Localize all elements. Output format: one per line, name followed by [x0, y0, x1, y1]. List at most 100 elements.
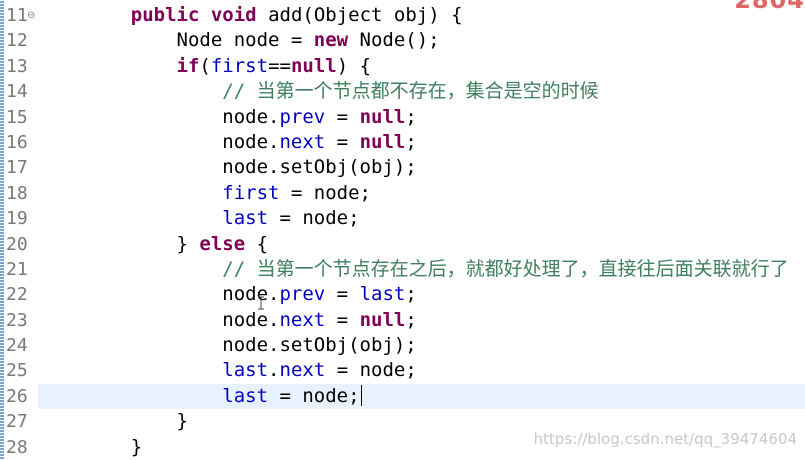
code-text[interactable]: }: [85, 409, 188, 434]
code-token: }: [85, 410, 188, 433]
line-number: 22: [6, 284, 28, 306]
code-line[interactable]: 13 if(first==null) {: [0, 54, 805, 79]
overview-ruler: [0, 0, 4, 460]
code-token: = node;: [325, 359, 417, 382]
code-line[interactable]: 24 node.setObj(obj);: [0, 333, 805, 358]
code-text[interactable]: node.prev = null;: [85, 105, 417, 130]
code-token: node.: [85, 130, 280, 153]
field-token: prev: [279, 105, 326, 128]
code-text[interactable]: Node node = new Node();: [85, 28, 440, 53]
keyword-token: new: [313, 29, 349, 52]
keyword-token: null: [359, 130, 406, 153]
code-token: =: [325, 130, 360, 153]
code-line[interactable]: 23 node.next = null;: [0, 308, 805, 333]
code-line[interactable]: 15 node.prev = null;: [0, 105, 805, 130]
line-number: 20: [6, 233, 28, 255]
code-text[interactable]: // 当第一个节点存在之后，就都好处理了，直接往后面关联就行了: [85, 257, 788, 282]
keyword-token: null: [359, 308, 406, 331]
keyword-token: null: [290, 54, 337, 77]
code-token: [199, 4, 210, 26]
code-lines[interactable]: 11⊖ public void add(Object obj) {12 Node…: [0, 3, 805, 460]
code-line-current[interactable]: 26 last = node;: [6, 383, 805, 410]
code-text[interactable]: node.prev = last;: [85, 282, 417, 307]
field-token: last: [222, 384, 269, 407]
code-text[interactable]: node.next = null;: [85, 308, 417, 333]
field-token: next: [279, 308, 326, 331]
code-line[interactable]: 28 }: [0, 435, 805, 460]
code-text[interactable]: first = node;: [85, 181, 371, 206]
code-text[interactable]: last = node;: [85, 206, 360, 231]
code-line[interactable]: 18 first = node;: [0, 181, 805, 206]
field-token: first: [210, 54, 269, 77]
code-line[interactable]: 19 last = node;: [0, 206, 805, 231]
line-number: 17: [6, 157, 28, 179]
code-text[interactable]: if(first==null) {: [85, 54, 372, 79]
code-token: }: [85, 435, 143, 458]
code-token: {: [245, 232, 269, 255]
code-text[interactable]: } else {: [85, 232, 269, 257]
code-text[interactable]: node.next = null;: [85, 130, 417, 155]
field-token: last: [359, 283, 406, 306]
code-line[interactable]: 20 } else {: [0, 232, 805, 257]
code-line[interactable]: 12 Node node = new Node();: [0, 28, 805, 53]
code-text[interactable]: last = node;: [85, 384, 362, 409]
code-token: [85, 182, 222, 204]
keyword-token: if: [176, 54, 200, 77]
code-token: node.setObj(obj);: [85, 156, 417, 179]
code-token: [85, 385, 222, 407]
field-token: next: [279, 130, 326, 153]
code-token: [85, 359, 222, 381]
code-token: [85, 4, 131, 26]
code-line[interactable]: 16 node.next = null;: [0, 130, 805, 155]
line-number: 11: [6, 5, 28, 26]
code-line[interactable]: 14 // 当第一个节点都不存在，集合是空的时候: [0, 79, 805, 104]
code-token: ;: [405, 105, 417, 128]
line-number: 21: [6, 258, 28, 280]
code-token: =: [325, 105, 360, 128]
code-token: node.setObj(obj);: [85, 334, 417, 357]
code-text[interactable]: node.setObj(obj);: [85, 155, 417, 180]
fold-toggle-icon[interactable]: ⊖: [27, 10, 36, 21]
text-caret: [360, 384, 362, 406]
code-token: ;: [405, 130, 417, 153]
line-number: 26: [6, 385, 28, 407]
line-number: 23: [6, 309, 28, 331]
line-number: 27: [6, 411, 28, 433]
code-line[interactable]: 17 node.setObj(obj);: [0, 155, 805, 180]
code-token: = node;: [268, 207, 360, 230]
watermark-url: https://blog.csdn.net/qq_39474604: [533, 430, 797, 448]
code-text[interactable]: last.next = node;: [85, 358, 417, 383]
code-line[interactable]: 22 node.prev = last;: [0, 282, 805, 307]
field-token: prev: [279, 283, 326, 306]
code-token: ==: [268, 54, 291, 77]
line-number: 19: [6, 208, 28, 230]
code-token: = node;: [279, 181, 371, 204]
code-text[interactable]: // 当第一个节点都不存在，集合是空的时候: [85, 79, 598, 104]
code-token: }: [85, 232, 200, 255]
code-line[interactable]: 25 last.next = node;: [0, 358, 805, 383]
code-text[interactable]: public void add(Object obj) {: [85, 3, 463, 28]
code-line[interactable]: 21 // 当第一个节点存在之后，就都好处理了，直接往后面关联就行了: [0, 257, 805, 282]
code-token: [85, 80, 222, 102]
code-token: ;: [405, 308, 417, 331]
code-token: = node;: [268, 384, 360, 407]
code-token: Node();: [348, 29, 440, 52]
line-number: 24: [6, 335, 28, 357]
line-number: 14: [6, 81, 28, 103]
code-token: add(Object obj) {: [256, 4, 463, 26]
code-token: =: [325, 308, 360, 331]
code-token: node.: [85, 308, 280, 331]
line-number: 28: [6, 436, 28, 458]
keyword-token: void: [210, 4, 257, 26]
keyword-token: public: [130, 4, 200, 26]
code-token: ) {: [336, 54, 372, 77]
line-number: 25: [6, 360, 28, 382]
text-cursor-icon: [258, 296, 264, 310]
code-token: [85, 207, 222, 229]
code-text[interactable]: }: [85, 435, 142, 460]
code-text[interactable]: node.setObj(obj);: [85, 333, 417, 358]
code-line[interactable]: 11⊖ public void add(Object obj) {: [0, 3, 805, 28]
line-number: 13: [6, 55, 28, 77]
code-line[interactable]: 27 }: [0, 409, 805, 434]
